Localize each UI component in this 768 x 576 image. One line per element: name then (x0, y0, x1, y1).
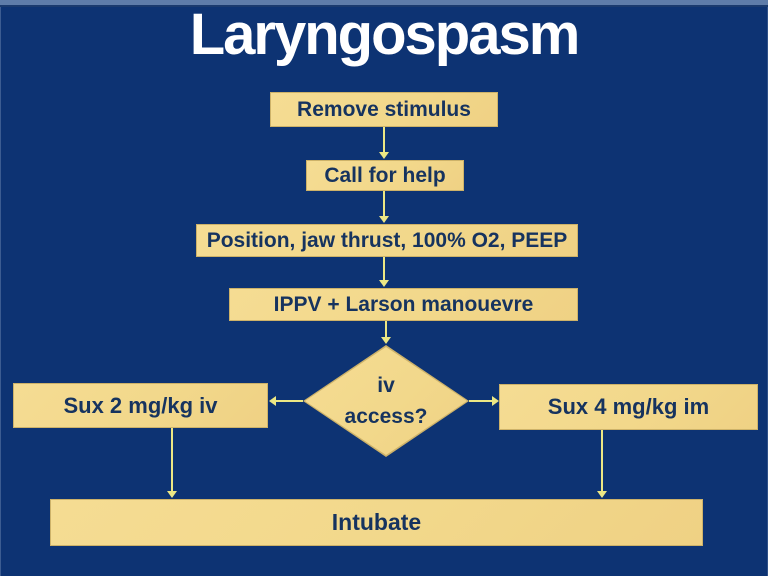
arrow-sux-im-to-intubate-line (601, 430, 603, 491)
arrow-sux-iv-to-intubate-line (171, 428, 173, 491)
arrowhead-down-icon (379, 152, 389, 159)
arrow-decision-to-sux-im-line (469, 400, 492, 402)
decision-label-line1: iv (377, 374, 395, 397)
node-call-for-help: Call for help (306, 160, 464, 191)
arrow-call-to-position-line (383, 191, 385, 216)
arrow-remove-to-call-line (383, 127, 385, 153)
arrow-ippv-to-decision-line (385, 321, 387, 337)
arrow-decision-to-sux-iv-line (276, 400, 303, 402)
arrowhead-down-icon (379, 280, 389, 287)
decision-node-fill: iv access? (305, 347, 467, 455)
decision-label: iv access? (345, 370, 428, 432)
node-ippv-larson: IPPV + Larson manouevre (229, 288, 578, 321)
arrowhead-right-icon (492, 396, 499, 406)
arrowhead-down-icon (167, 491, 177, 498)
node-intubate: Intubate (50, 499, 703, 546)
decision-node-iv-access: iv access? (303, 345, 469, 457)
arrowhead-down-icon (597, 491, 607, 498)
node-sux-2mgkg-iv: Sux 2 mg/kg iv (13, 383, 268, 428)
arrowhead-down-icon (381, 337, 391, 344)
node-position-jaw-thrust: Position, jaw thrust, 100% O2, PEEP (196, 224, 578, 257)
arrowhead-down-icon (379, 216, 389, 223)
node-remove-stimulus: Remove stimulus (270, 92, 498, 127)
slide-title: Laryngospasm (189, 2, 581, 67)
top-border-strip (0, 0, 768, 7)
decision-label-line2: access? (344, 405, 428, 428)
arrowhead-left-icon (269, 396, 276, 406)
node-sux-4mgkg-im: Sux 4 mg/kg im (499, 384, 758, 430)
arrow-position-to-ippv-line (383, 257, 385, 280)
